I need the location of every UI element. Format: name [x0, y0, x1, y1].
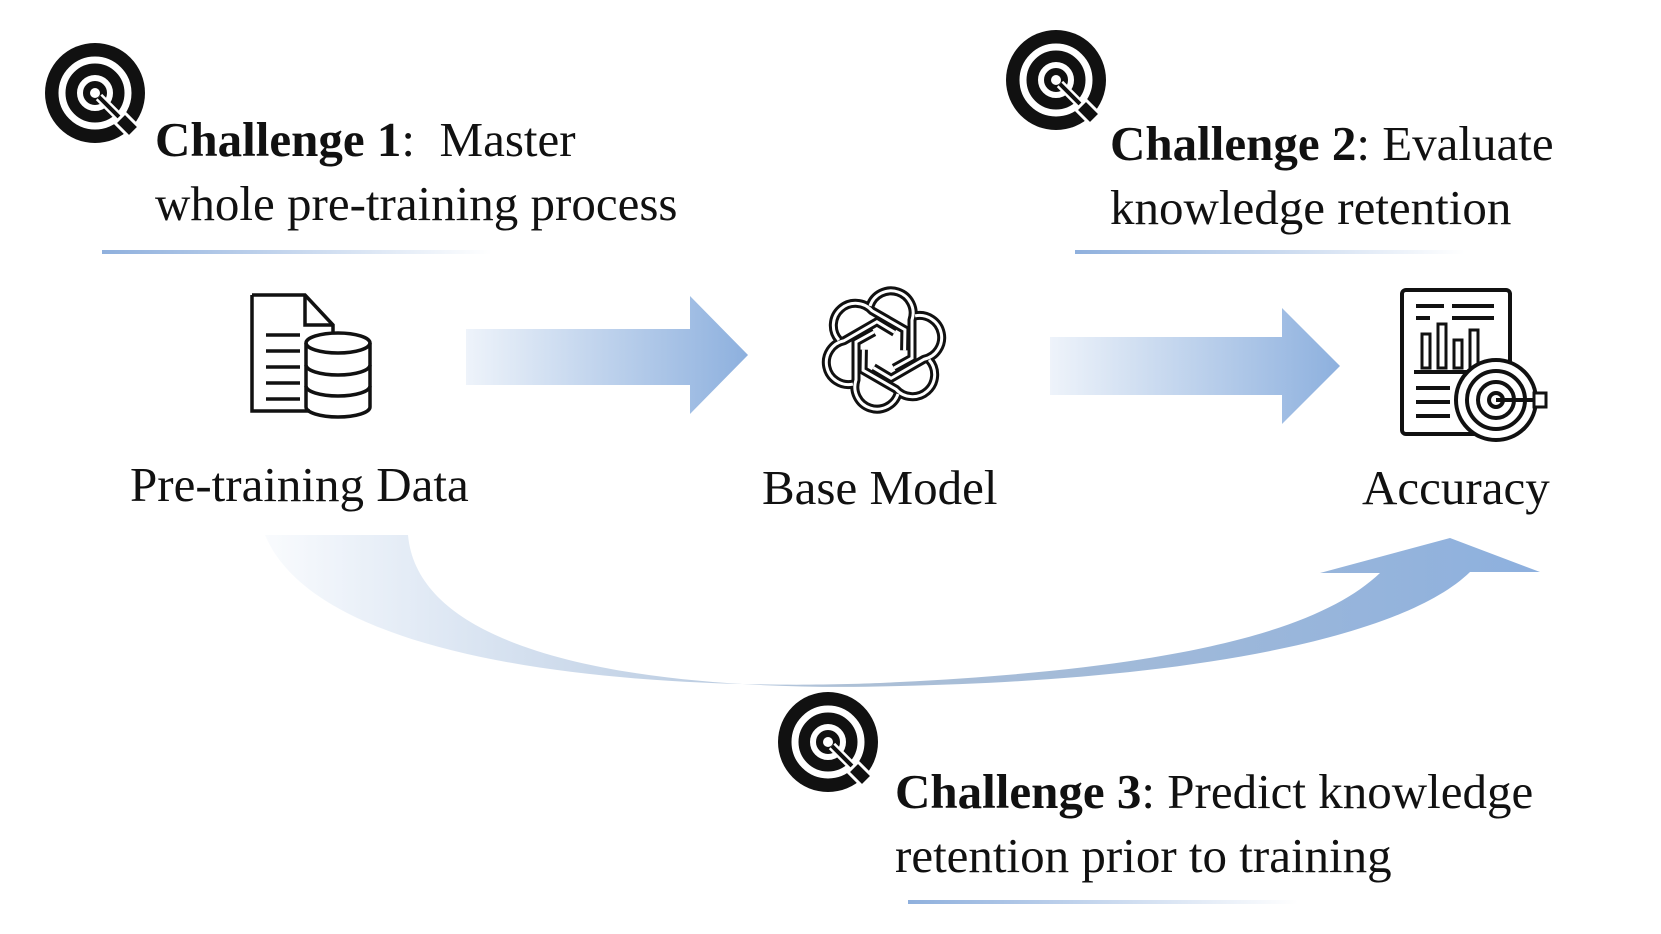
- openai-logo-icon: [821, 286, 947, 414]
- report-target-icon: [1400, 288, 1548, 442]
- challenge-2-title: Challenge 2: [1110, 116, 1357, 171]
- challenge-2-line-1-rest: Evaluate: [1382, 116, 1554, 171]
- curved-arrow-data-to-accuracy: [265, 535, 1540, 687]
- challenge-3-separator: :: [1141, 764, 1168, 819]
- challenge-3-underline: [908, 900, 1298, 904]
- accuracy-label: Accuracy: [1362, 460, 1550, 515]
- challenge-3-line-2: retention prior to training: [895, 828, 1392, 883]
- pre-training-data-label: Pre-training Data: [130, 457, 469, 512]
- challenge-2-separator: :: [1356, 116, 1383, 171]
- target-icon: [778, 692, 878, 792]
- target-icon: [45, 43, 145, 143]
- document-database-icon: [250, 293, 372, 419]
- base-model-label: Base Model: [762, 460, 998, 515]
- arrow-data-to-model: [466, 296, 748, 414]
- challenge-1-separator: :: [401, 112, 440, 167]
- challenge-3-line-1-rest: Predict knowledge: [1167, 764, 1534, 819]
- challenge-3-title: Challenge 3: [895, 764, 1142, 819]
- challenge-1-line-1: Challenge 1: Master: [155, 108, 678, 172]
- challenge-2-line-2: knowledge retention: [1110, 180, 1512, 235]
- challenge-1-title: Challenge 1: [155, 112, 402, 167]
- challenge-3-text: Challenge 3: Predict knowledge retention…: [895, 760, 1533, 888]
- challenge-1-underline: [102, 250, 492, 254]
- challenge-2-line-1: Challenge 2: Evaluate: [1110, 112, 1554, 176]
- challenge-1-line-1-rest: Master: [439, 112, 576, 167]
- challenge-1-line-2: whole pre-training process: [155, 176, 678, 231]
- challenge-2-text: Challenge 2: Evaluate knowledge retentio…: [1110, 112, 1554, 240]
- challenge-3-line-1: Challenge 3: Predict knowledge: [895, 760, 1533, 824]
- target-icon: [1006, 30, 1106, 130]
- arrow-model-to-accuracy: [1050, 308, 1340, 424]
- challenge-2-underline: [1075, 250, 1465, 254]
- challenge-1-text: Challenge 1: Master whole pre-training p…: [155, 108, 678, 236]
